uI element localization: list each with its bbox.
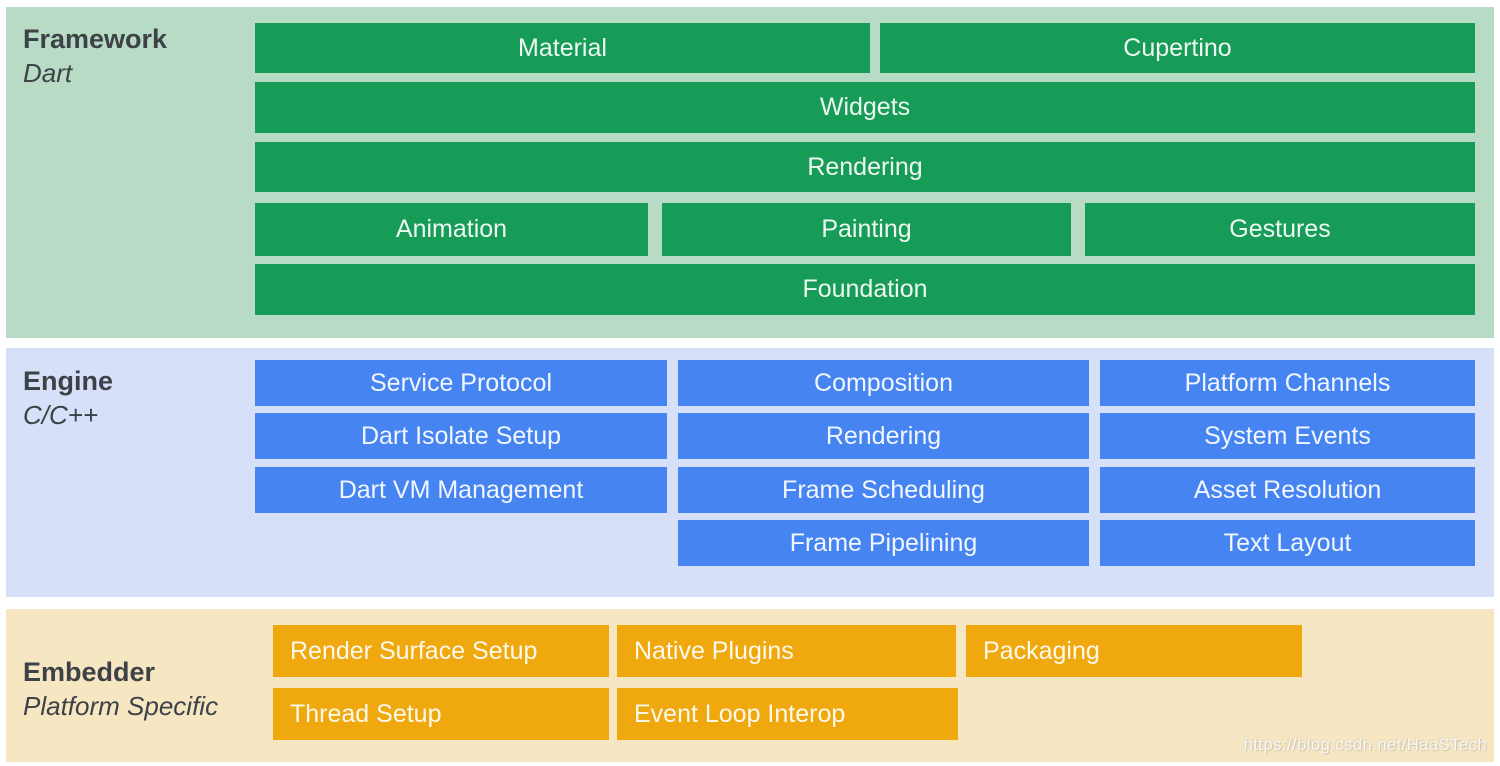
framework-bar-painting: Painting (662, 203, 1071, 256)
embedder-title: Embedder (23, 657, 156, 687)
engine-bar-rendering: Rendering (678, 413, 1089, 459)
engine-bar-composition: Composition (678, 360, 1089, 406)
embedder-bar-thread-setup: Thread Setup (273, 688, 609, 740)
engine-bar-frame-pipelining: Frame Pipelining (678, 520, 1089, 566)
engine-bar-frame-scheduling: Frame Scheduling (678, 467, 1089, 513)
framework-bar-animation: Animation (255, 203, 648, 256)
embedder-section-label: Embedder Platform Specific (23, 655, 218, 723)
framework-bar-cupertino: Cupertino (880, 23, 1475, 73)
engine-section-label: Engine C/C++ (23, 364, 113, 432)
embedder-bar-event-loop-interop: Event Loop Interop (617, 688, 958, 740)
watermark-url: https://blog.csdn.net/HaaSTech (1243, 736, 1487, 754)
engine-title: Engine (23, 366, 114, 396)
embedder-bar-packaging: Packaging (966, 625, 1302, 677)
framework-title: Framework (23, 24, 168, 54)
engine-bar-text-layout: Text Layout (1100, 520, 1475, 566)
framework-bar-material: Material (255, 23, 870, 73)
framework-bar-widgets: Widgets (255, 82, 1475, 133)
framework-bar-gestures: Gestures (1085, 203, 1475, 256)
engine-bar-platform-channels: Platform Channels (1100, 360, 1475, 406)
engine-bar-asset-resolution: Asset Resolution (1100, 467, 1475, 513)
engine-bar-dart-vm-management: Dart VM Management (255, 467, 667, 513)
framework-bar-rendering: Rendering (255, 142, 1475, 192)
engine-bar-system-events: System Events (1100, 413, 1475, 459)
embedder-bar-native-plugins: Native Plugins (617, 625, 956, 677)
engine-bar-dart-isolate-setup: Dart Isolate Setup (255, 413, 667, 459)
embedder-bar-render-surface-setup: Render Surface Setup (273, 625, 609, 677)
framework-subtitle: Dart (23, 58, 73, 88)
engine-bar-service-protocol: Service Protocol (255, 360, 667, 406)
embedder-subtitle: Platform Specific (23, 691, 219, 721)
framework-bar-foundation: Foundation (255, 264, 1475, 315)
engine-subtitle: C/C++ (23, 400, 99, 430)
framework-section-label: Framework Dart (23, 22, 167, 90)
